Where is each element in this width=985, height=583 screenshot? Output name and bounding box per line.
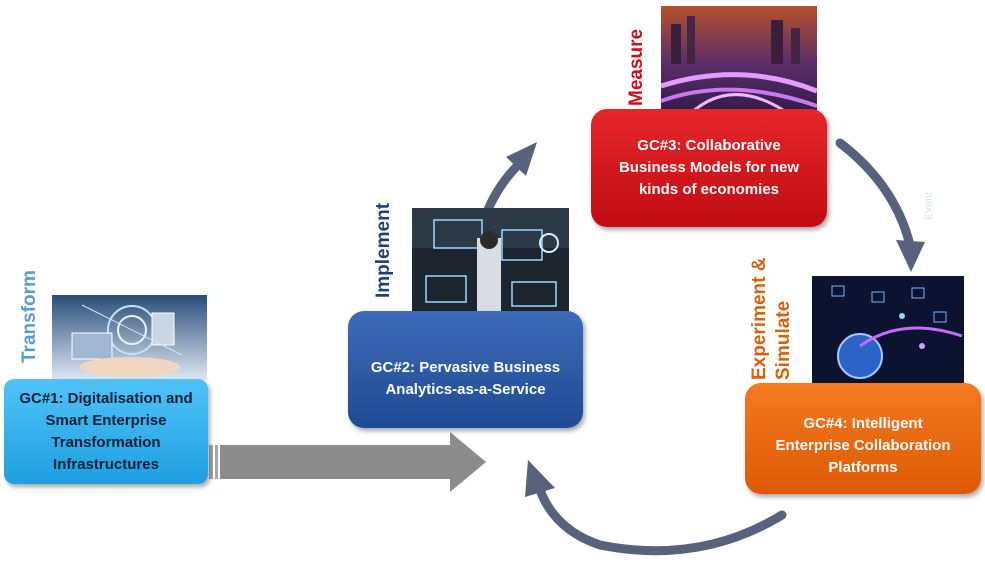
- label-simulate-line: Simulate: [773, 300, 794, 380]
- faint-event-label: Event: [923, 191, 935, 220]
- digital-devices-image: [52, 295, 207, 380]
- entry-arrow: [209, 432, 486, 492]
- global-network-image: [812, 276, 964, 390]
- gc4-line: Platforms: [828, 458, 898, 476]
- label-experiment-line: Experiment &: [749, 257, 770, 380]
- gc1-line: Infrastructures: [53, 455, 159, 473]
- gc1-line: Smart Enterprise: [45, 411, 167, 429]
- gc3-line: Business Models for new: [618, 159, 800, 176]
- gc1-line: GC#1: Digitalisation and: [19, 389, 193, 407]
- arrow-gc4-to-gc2: [525, 460, 787, 556]
- gc1-box: GC#1: Digitalisation and Smart Enterpris…: [4, 379, 208, 484]
- label-experiment-simulate: Experiment & Simulate: [748, 238, 796, 380]
- gc3-box: GC#3: Collaborative Business Models for …: [591, 109, 827, 227]
- gc2-line: Analytics-as-a-Service: [385, 380, 546, 398]
- gc3-line: kinds of economies: [638, 181, 780, 198]
- gc2-line: GC#2: Pervasive Business: [370, 358, 561, 376]
- gc1-line: Transformation: [51, 433, 161, 451]
- gc3-line: GC#3: Collaborative: [637, 137, 781, 154]
- gc4-line: GC#4: Intelligent: [803, 414, 923, 432]
- label-implement: Implement: [373, 202, 394, 298]
- city-highway-image: [661, 6, 817, 123]
- label-measure: Measure: [626, 28, 647, 106]
- gc2-box: GC#2: Pervasive Business Analytics-as-a-…: [348, 311, 583, 428]
- gc4-line: Enterprise Collaboration: [775, 436, 951, 454]
- arrow-gc2-to-gc3: [482, 142, 537, 217]
- gc4-box: GC#4: Intelligent Enterprise Collaborati…: [745, 383, 981, 494]
- analytics-dashboard-image: [412, 208, 569, 323]
- arrow-gc3-to-gc4: [835, 138, 925, 272]
- label-transform: Transform: [19, 270, 40, 363]
